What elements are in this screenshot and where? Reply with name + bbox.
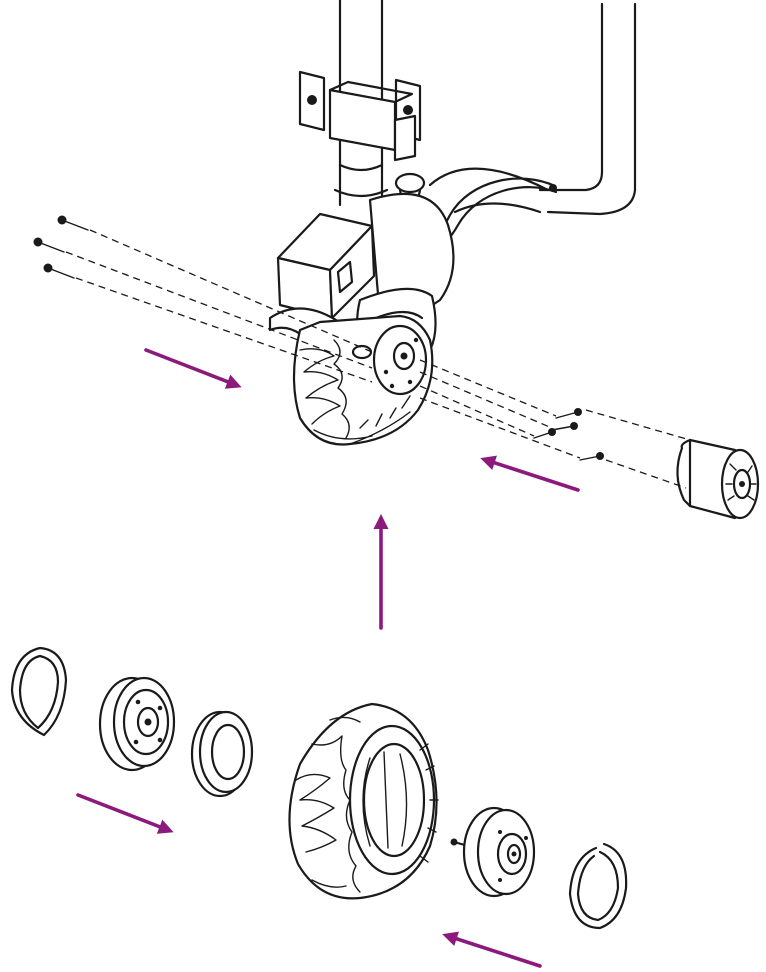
screw-guide-lines-left <box>65 229 373 383</box>
end-hub <box>450 806 536 898</box>
screw-guide-lines-right <box>419 359 691 489</box>
arrow-right-down-upper <box>144 348 242 389</box>
tyre <box>288 702 439 900</box>
seal-ring <box>190 710 254 798</box>
bearing-hub <box>98 676 176 772</box>
arrow-right-down-lower <box>76 793 174 834</box>
arrow-left-up-upper <box>480 455 580 492</box>
arrow-left-up-lower <box>442 931 542 968</box>
snap-ring-right <box>568 842 628 930</box>
assembly-arrows <box>76 348 580 968</box>
snap-ring-left <box>10 646 68 737</box>
mounting-screws-left <box>33 215 89 279</box>
mounting-bracket <box>298 70 422 162</box>
end-cap <box>676 438 760 520</box>
control-box <box>276 212 376 320</box>
mounting-screws-right <box>533 408 604 461</box>
frame-bar <box>428 2 637 216</box>
